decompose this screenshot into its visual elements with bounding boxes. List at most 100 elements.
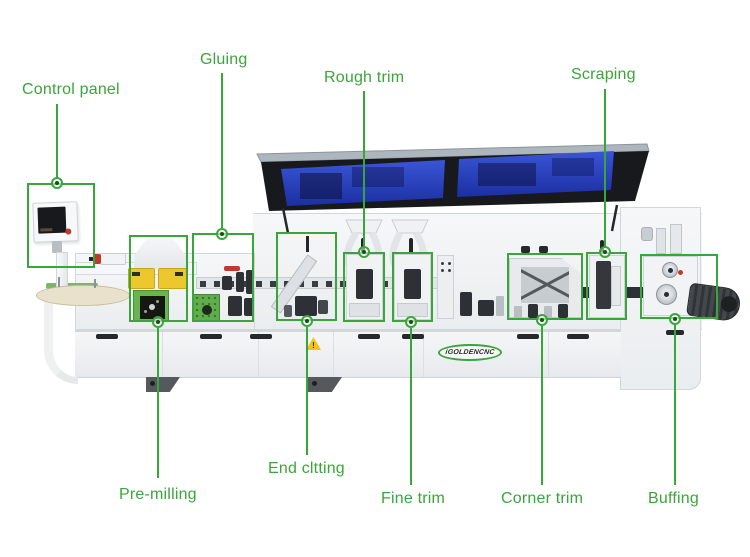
buffing-red-button	[678, 270, 683, 275]
cabinet-vent	[402, 334, 424, 339]
marker-control-panel	[51, 177, 63, 189]
machine-cabinet	[75, 330, 621, 378]
lid-window-right	[457, 151, 614, 197]
marker-buffing	[669, 313, 681, 325]
cornertrim-recess	[521, 267, 569, 303]
marker-scraping	[599, 246, 611, 258]
marker-rough-trim	[358, 246, 370, 258]
cabinet-seam	[333, 332, 334, 377]
table-pin	[94, 279, 96, 288]
marker-gluing	[216, 228, 228, 240]
glue-mechanism	[244, 298, 254, 316]
label-corner-trim: Corner trim	[501, 490, 584, 507]
end-stop-tip	[89, 257, 93, 261]
label-rough-trim: Rough trim	[324, 69, 405, 86]
scraping-mechanism	[596, 261, 611, 309]
label-gluing: Gluing	[200, 51, 248, 68]
label-scraping: Scraping	[571, 66, 636, 83]
cornertrim-knob	[521, 246, 530, 253]
table-pin	[58, 277, 60, 287]
roughtrim-frame	[346, 254, 383, 320]
label-buffing: Buffing	[648, 490, 699, 507]
cornertrim-part	[558, 304, 568, 318]
buffing-pneumatic	[670, 224, 682, 254]
cornertrim-part	[544, 306, 552, 318]
lid-gas-strut-left	[281, 207, 290, 234]
finetrim-frame	[394, 254, 431, 320]
premill-cutter-opening	[140, 296, 165, 319]
cabinet-seam	[162, 332, 163, 377]
label-pre-milling: Pre-milling	[119, 486, 197, 503]
highlight-box-rough-trim	[343, 252, 385, 322]
marker-fine-trim	[405, 316, 417, 328]
glue-mechanism	[246, 270, 253, 294]
label-fine-trim: Fine trim	[381, 490, 446, 507]
leader-line-buffing	[674, 325, 676, 485]
leader-line-gluing	[221, 73, 223, 228]
leader-line-pre-milling	[157, 328, 159, 478]
cabinet-seam	[423, 332, 424, 377]
cabinet-seam	[548, 332, 549, 377]
leader-line-rough-trim	[363, 91, 365, 247]
leader-line-corner-trim	[541, 326, 543, 485]
highlight-box-fine-trim	[392, 252, 433, 322]
cabinet-vent	[200, 334, 222, 339]
cornertrim-part	[514, 306, 522, 318]
machine-foot	[308, 377, 342, 392]
highlight-box-gluing	[192, 233, 254, 322]
end-stop-cylinder	[100, 253, 126, 265]
highlight-box-corner-trim	[507, 253, 583, 320]
leader-line-scraping	[604, 89, 606, 247]
roughtrim-motor	[356, 269, 373, 299]
leader-line-fine-trim	[410, 328, 412, 485]
glue-pot-unit	[193, 294, 220, 321]
cabinet-vent	[96, 334, 118, 339]
cabinet-vent	[358, 334, 380, 339]
highlight-box-scraping	[586, 252, 627, 320]
buffing-cylinder	[641, 227, 653, 241]
roughtrim-base	[349, 303, 380, 317]
highlight-box-control-panel	[27, 183, 95, 268]
buffing-wheel	[656, 284, 677, 305]
support-column	[437, 255, 454, 319]
glue-mechanism	[236, 272, 244, 292]
cornertrim-knob	[539, 246, 548, 253]
cornertrim-part	[528, 304, 538, 318]
label-control-panel: Control panel	[22, 81, 120, 98]
endcut-cable	[306, 236, 309, 252]
cabinet-seam	[258, 332, 259, 377]
endcut-saw-motor	[295, 296, 317, 316]
finetrim-cable	[409, 238, 413, 254]
marker-end-cutting	[301, 315, 313, 327]
cabinet-vent	[250, 334, 272, 339]
cabinet-vent	[517, 334, 539, 339]
endcut-mechanism	[318, 300, 328, 314]
highlight-box-pre-milling	[129, 235, 188, 322]
highlight-box-end-cutting	[276, 232, 337, 321]
machine-foot	[146, 377, 180, 392]
buffing-wheel	[662, 262, 678, 278]
scraping-frame	[589, 255, 625, 318]
marker-corner-trim	[536, 314, 548, 326]
buffing-pneumatic	[656, 228, 666, 254]
glue-roller	[202, 305, 212, 315]
endcut-mechanism	[284, 305, 292, 317]
dust-funnel-fine-trim	[391, 219, 429, 234]
cabinet-vent	[567, 334, 589, 339]
conveyor-mechanism	[478, 300, 494, 316]
conveyor-mechanism	[496, 296, 504, 316]
glue-red-handle	[224, 266, 240, 271]
premill-yellow-guard	[128, 268, 155, 289]
lid-gas-strut-right	[610, 204, 619, 232]
highlight-box-buffing	[640, 254, 718, 319]
monitor-bracket	[52, 241, 62, 253]
finetrim-motor	[404, 269, 421, 299]
glue-mechanism	[222, 276, 232, 290]
leader-line-control-panel	[56, 104, 58, 178]
warning-mark: !	[312, 341, 315, 350]
scraping-plate	[611, 266, 621, 306]
conveyor-mechanism	[460, 292, 472, 316]
end-stop-red-cap	[93, 254, 101, 264]
